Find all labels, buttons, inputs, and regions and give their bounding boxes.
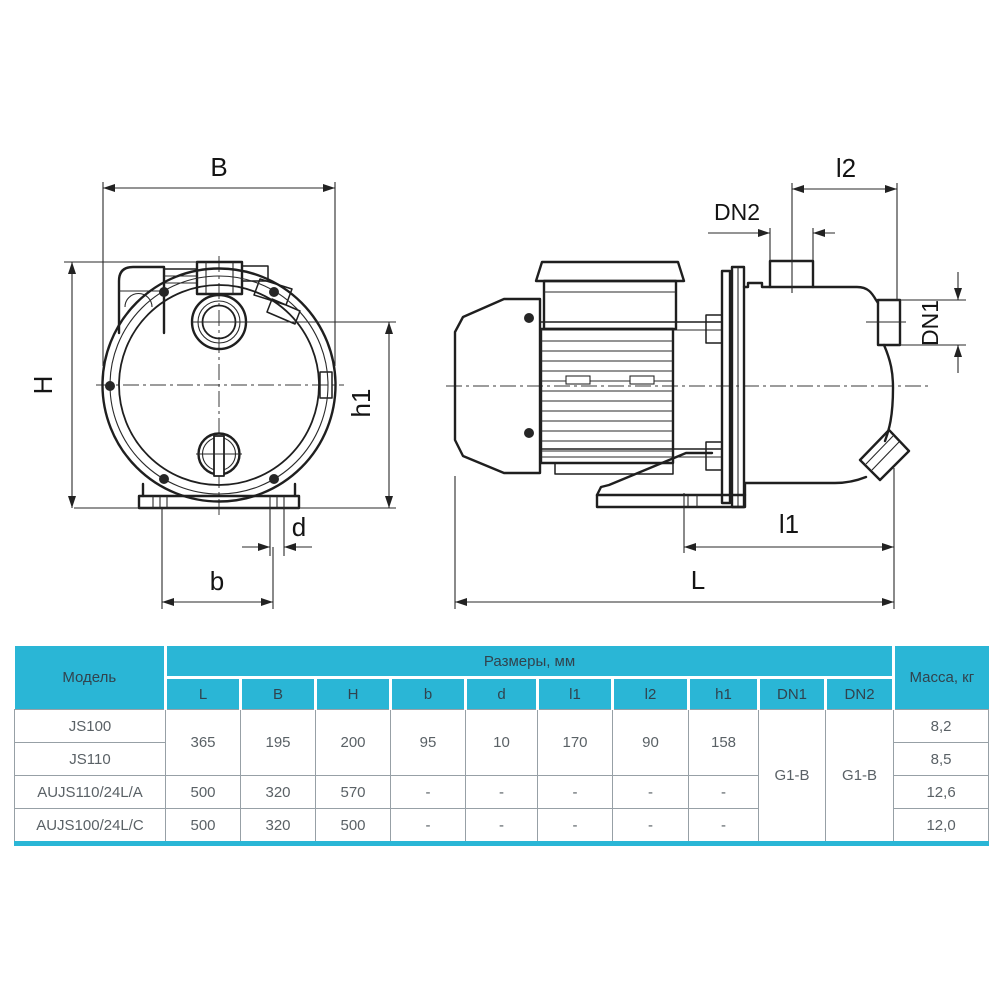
cell-mass: 8,2 [893, 709, 990, 743]
cell-value: - [537, 775, 613, 809]
col-header-L: L [165, 677, 242, 710]
cell-dn2: G1-B [824, 709, 895, 844]
dim-label-dn2: DN2 [714, 199, 760, 225]
dim-label-d: d [292, 512, 306, 542]
col-header-B: B [240, 677, 317, 710]
cell-model: JS100 [14, 709, 166, 743]
cell-mass: 12,6 [893, 775, 990, 809]
cell-value: 320 [240, 808, 316, 844]
cell-dn1: G1-B [758, 709, 826, 844]
cell-shared-h1: 158 [688, 709, 759, 776]
cell-value: 570 [315, 775, 391, 809]
col-header-h1: h1 [688, 677, 760, 710]
table-row: AUJS100/24L/C 500 320 500 - - - - - 12,0 [14, 808, 990, 844]
dim-label-L: L [691, 565, 705, 595]
cell-shared-B: 195 [240, 709, 316, 776]
cell-value: - [537, 808, 613, 844]
col-group-sizes: Размеры, мм [165, 646, 896, 679]
cell-shared-d: 10 [465, 709, 538, 776]
cell-shared-l2: 90 [612, 709, 689, 776]
spec-table-wrap: Модель Размеры, мм Масса, кг L B H b d l… [14, 646, 990, 846]
col-header-mass: Масса, кг [893, 646, 989, 710]
dim-label-l2: l2 [836, 153, 856, 183]
dim-label-h1: h1 [346, 389, 376, 418]
col-header-l1: l1 [537, 677, 614, 710]
side-view: l2 DN2 DN1 l1 L [446, 153, 966, 609]
cell-shared-H: 200 [315, 709, 391, 776]
table-row: AUJS110/24L/A 500 320 570 - - - - - 12,6 [14, 775, 990, 809]
col-header-model: Модель [14, 646, 167, 710]
cell-mass: 8,5 [893, 742, 990, 776]
col-header-l2: l2 [612, 677, 690, 710]
dim-label-dn1: DN1 [917, 300, 943, 346]
dim-label-b: b [210, 566, 224, 596]
cell-model: AUJS110/24L/A [14, 775, 166, 809]
dim-label-l1: l1 [779, 509, 799, 539]
cell-value: - [390, 808, 466, 844]
front-view: B H h1 d b [28, 152, 396, 609]
col-header-H: H [315, 677, 392, 710]
cell-value: 320 [240, 775, 316, 809]
table-row: JS110 8,5 [14, 742, 990, 776]
col-header-dn1: DN1 [758, 677, 827, 710]
cell-value: - [390, 775, 466, 809]
cell-value: - [465, 808, 538, 844]
cell-value: 500 [165, 808, 241, 844]
cell-value: 500 [315, 808, 391, 844]
cell-shared-L: 365 [165, 709, 241, 776]
cell-value: - [688, 808, 759, 844]
col-header-d: d [465, 677, 539, 710]
table-row: JS100 365 195 200 95 10 170 90 158 G1-B … [14, 709, 990, 844]
cell-model: JS110 [14, 742, 166, 776]
cell-value: - [612, 808, 689, 844]
col-header-b: b [390, 677, 467, 710]
cell-shared-b: 95 [390, 709, 466, 776]
dim-label-B: B [210, 152, 227, 182]
cell-value: 500 [165, 775, 241, 809]
cell-model: AUJS100/24L/C [14, 808, 166, 844]
col-header-dn2: DN2 [825, 677, 896, 710]
cell-shared-l1: 170 [537, 709, 613, 776]
spec-table: Модель Размеры, мм Масса, кг L B H b d l… [14, 646, 990, 846]
dim-label-H: H [28, 376, 58, 395]
cell-value: - [612, 775, 689, 809]
cell-value: - [688, 775, 759, 809]
technical-drawing: B H h1 d b [28, 152, 966, 609]
cell-mass: 12,0 [893, 808, 990, 844]
cell-value: - [465, 775, 538, 809]
bolt-dots [105, 287, 279, 484]
